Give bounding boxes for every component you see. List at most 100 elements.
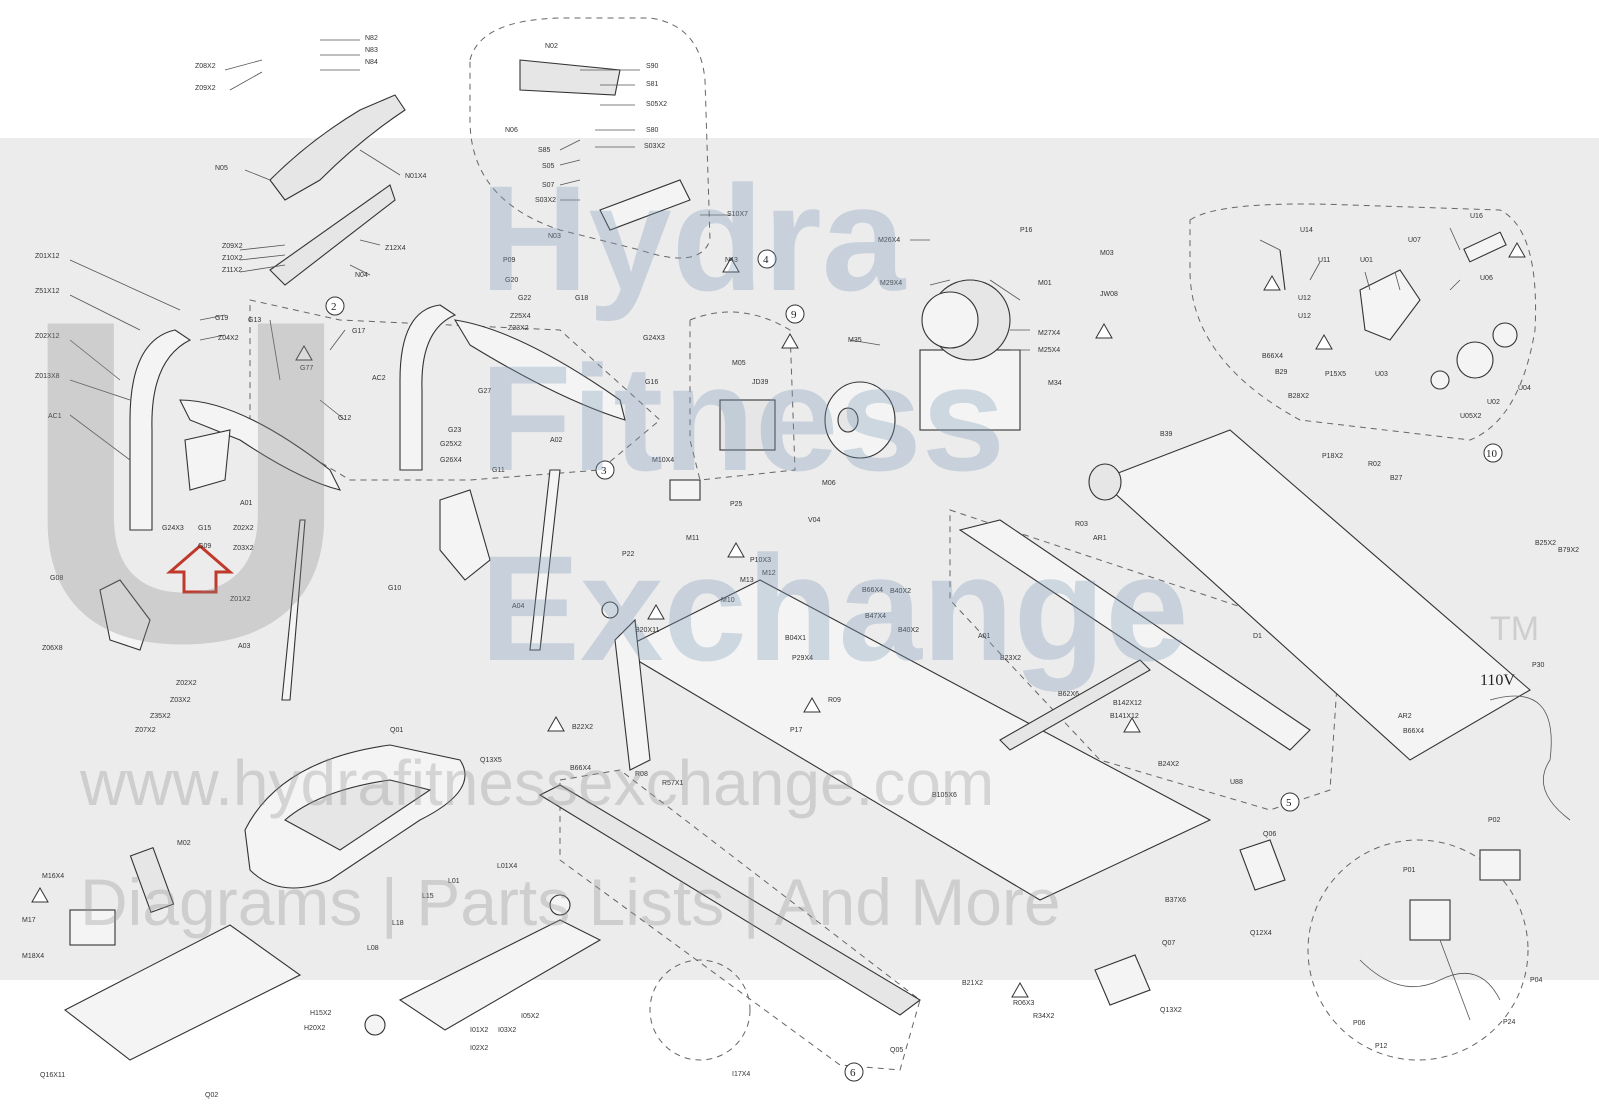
part-label: B47X4	[865, 613, 886, 620]
part-label: N43	[725, 257, 738, 264]
part-label: N82	[365, 35, 378, 42]
part-label: M18X4	[22, 953, 44, 960]
part-label: Q13X2	[1160, 1007, 1182, 1014]
part-label: G09	[198, 543, 211, 550]
callout-2: 2	[325, 296, 345, 316]
right-upright-tube	[529, 469, 561, 651]
part-label: P09	[503, 257, 516, 264]
rear-roller	[1088, 463, 1122, 501]
part-label: R06X3	[1013, 1000, 1035, 1007]
part-label: A02	[550, 437, 563, 444]
right-handrail	[453, 319, 626, 421]
part-label: G12	[338, 415, 351, 422]
flywheel	[824, 381, 896, 459]
part-label: S80	[646, 127, 659, 134]
part-label: Z02X2	[176, 680, 197, 687]
watermark-logo-mark: U	[20, 225, 352, 738]
part-label: I05X2	[521, 1013, 539, 1020]
part-label: U01	[1360, 257, 1373, 264]
console-tray	[599, 179, 691, 231]
incline-spring	[1279, 249, 1286, 291]
part-label: Z35X2	[150, 713, 171, 720]
incline-bearing	[1492, 322, 1518, 348]
part-label: A04	[512, 603, 525, 610]
console-top	[519, 59, 621, 96]
part-label: Z10X2	[222, 255, 243, 262]
part-label: I03X2	[498, 1027, 516, 1034]
callout-9: 9	[785, 304, 805, 324]
part-label: P04	[1530, 977, 1543, 984]
part-label: S07	[542, 182, 555, 189]
part-label: Z51X12	[35, 288, 60, 295]
part-label: Z07X2	[135, 727, 156, 734]
part-label: Q06	[1263, 831, 1276, 838]
lift-motor	[129, 847, 175, 913]
group-outline-detail	[649, 959, 751, 1061]
svg-text:9: 9	[791, 309, 797, 321]
callout-6: 6	[844, 1062, 864, 1082]
warning-triangles	[31, 241, 1526, 998]
part-label: S10X7	[727, 211, 748, 218]
part-label: H15X2	[310, 1010, 332, 1017]
part-label: M29X4	[880, 280, 902, 287]
part-label: M26X4	[878, 237, 900, 244]
part-label: Z03X2	[233, 545, 254, 552]
part-label: P24	[1503, 1019, 1516, 1026]
part-label: Z09X2	[222, 243, 243, 250]
part-label: G24X3	[643, 335, 665, 342]
part-label: G08	[50, 575, 63, 582]
part-label: G15	[198, 525, 211, 532]
part-label: Q02	[205, 1092, 218, 1099]
frame-bushing	[601, 601, 619, 619]
part-label: AR1	[1093, 535, 1107, 542]
part-label: G27	[478, 388, 491, 395]
part-label: R02	[1368, 461, 1381, 468]
part-label: M13	[740, 577, 754, 584]
part-label: P10X3	[750, 557, 771, 564]
part-label: B79X2	[1558, 547, 1579, 554]
part-label: U11	[1318, 257, 1330, 264]
part-label: S90	[646, 63, 659, 70]
part-label: N02	[545, 43, 558, 50]
svg-text:4: 4	[763, 254, 769, 266]
rocker-switch	[1409, 899, 1451, 941]
motor-mount-block	[69, 909, 116, 946]
side-cover	[99, 579, 151, 651]
part-label: R08	[635, 771, 648, 778]
motor-cover-frame	[614, 618, 651, 771]
part-label: B39	[1160, 431, 1173, 438]
part-label: Q07	[1162, 940, 1175, 947]
part-label: B66X4	[570, 765, 591, 772]
part-label: M11	[686, 535, 699, 542]
part-label: Z01X12	[35, 253, 60, 260]
part-label: G18	[575, 295, 588, 302]
part-label: A01	[240, 500, 253, 507]
part-label: Z013X8	[35, 373, 60, 380]
part-label: U12	[1298, 295, 1311, 302]
part-labels: Z08X2Z09X2N82N83N84N05N01X4Z09X2Z10X2Z11…	[22, 35, 1579, 1099]
part-label: Z09X2	[195, 85, 216, 92]
part-label: B29	[1275, 369, 1288, 376]
part-label: M10X4	[652, 457, 674, 464]
watermark-url: www.hydrafitnessexchange.com	[79, 747, 994, 819]
part-label: M34	[1048, 380, 1062, 387]
running-belt	[1098, 429, 1531, 761]
rear-end-cap	[1094, 954, 1151, 1006]
rear-wheel-top	[549, 894, 571, 916]
part-label: P25	[730, 501, 743, 508]
part-label: G10	[388, 585, 401, 592]
part-label: B28X2	[1288, 393, 1309, 400]
part-label: B22X2	[572, 724, 593, 731]
part-label: I17X4	[732, 1071, 750, 1078]
group-outline-electronics	[689, 311, 796, 481]
part-label: P02	[1488, 817, 1501, 824]
part-label: S85	[538, 147, 551, 154]
part-label: P22	[622, 551, 635, 558]
part-label: G11	[492, 467, 505, 474]
svg-text:10: 10	[1486, 448, 1498, 460]
svg-text:2: 2	[331, 301, 337, 313]
base-plate	[63, 924, 302, 1061]
part-label: U05X2	[1460, 413, 1482, 420]
incline-bracket	[1359, 269, 1421, 341]
part-label: S81	[646, 81, 659, 88]
